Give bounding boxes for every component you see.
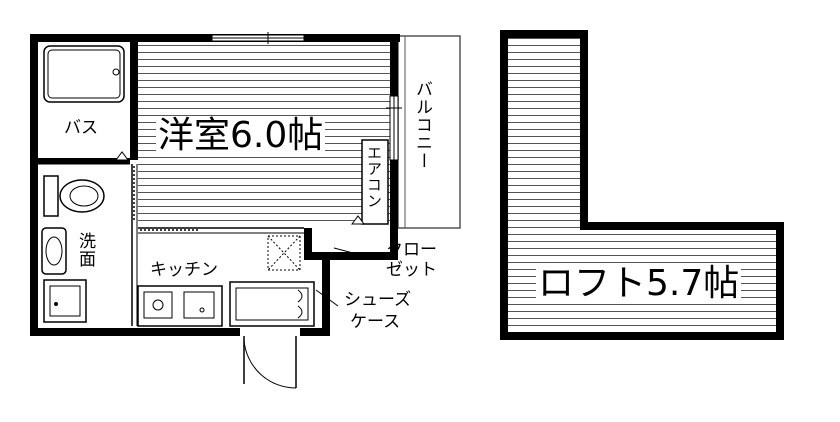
washbasin bbox=[41, 227, 67, 275]
kitchen-counter bbox=[137, 285, 223, 327]
outer-wall-right-upper bbox=[390, 34, 398, 96]
loft-label: ロフト5.7帖 bbox=[536, 263, 742, 304]
closet-wall-left bbox=[304, 228, 312, 260]
outer-wall-left bbox=[30, 34, 38, 336]
shoe-case bbox=[229, 281, 315, 327]
loft-floor bbox=[508, 38, 776, 332]
outer-wall-bottom-left bbox=[30, 328, 240, 336]
partition-bath-bottom bbox=[38, 158, 130, 164]
balcony-area bbox=[397, 35, 461, 229]
closet-label-line2: ゼット bbox=[386, 260, 437, 280]
aircon-unit bbox=[361, 139, 389, 225]
shoe-case-leader bbox=[315, 289, 339, 307]
toilet bbox=[43, 175, 105, 217]
closet-leader bbox=[333, 247, 373, 259]
shoe-case-label-line1: シューズ bbox=[344, 290, 412, 310]
outer-wall-right-lower bbox=[390, 160, 398, 258]
balcony-label: バルコニー bbox=[412, 80, 432, 170]
aircon-label: エアコン bbox=[365, 145, 383, 209]
bath-label: バス bbox=[64, 118, 98, 138]
entrance-door bbox=[243, 336, 297, 389]
closet-label-line1: クロー bbox=[386, 240, 437, 260]
outer-wall-bottom-right bbox=[300, 328, 330, 336]
washroom-label: 洗面 bbox=[75, 232, 95, 268]
refrigerator-space bbox=[267, 235, 301, 271]
shoe-case-label-line2: ケース bbox=[350, 312, 401, 332]
bathtub bbox=[43, 45, 125, 103]
closet-wall-bottom bbox=[304, 252, 398, 260]
washing-machine-space bbox=[43, 279, 87, 323]
western-room-label: 洋室6.0帖 bbox=[156, 115, 326, 156]
partition-bath-room bbox=[130, 42, 138, 160]
kitchen-label: キッチン bbox=[150, 260, 218, 280]
